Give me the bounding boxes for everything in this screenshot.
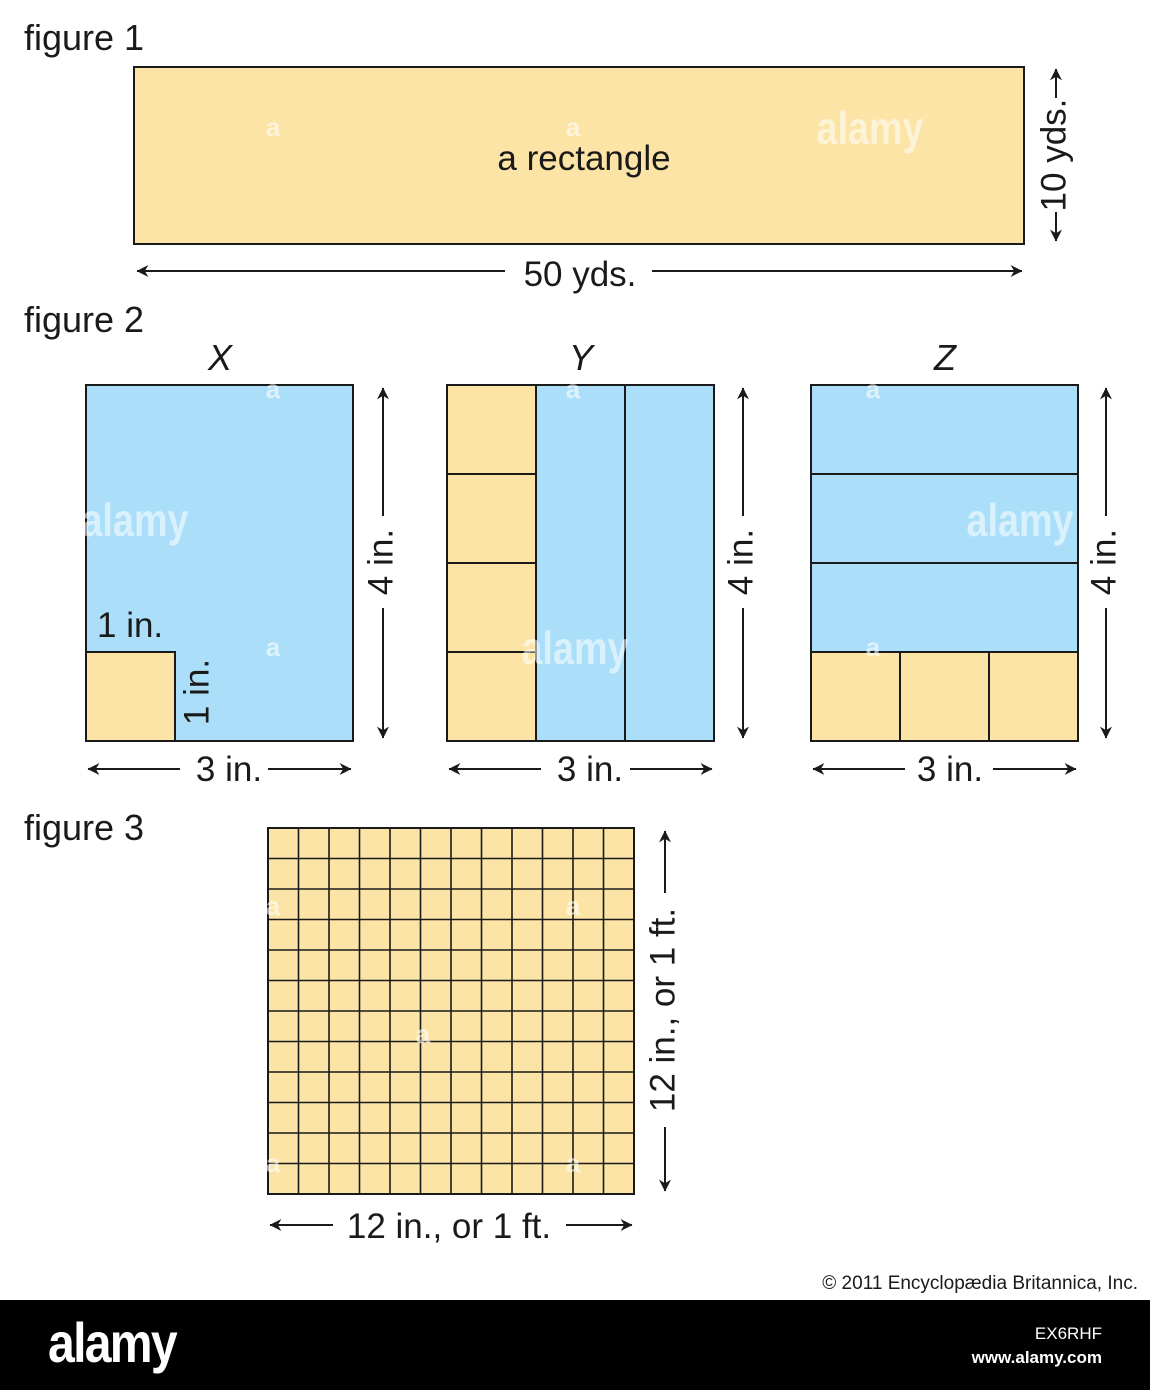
figure-3-width-label: 12 in., or 1 ft. <box>347 1207 551 1246</box>
watermark-mark: a <box>866 374 881 404</box>
watermark-mark: a <box>566 374 581 404</box>
site-url: www.alamy.com <box>971 1348 1102 1367</box>
watermark-mark: a <box>566 112 581 142</box>
watermark-text: alamy <box>522 622 629 673</box>
watermark-mark: a <box>266 1148 281 1178</box>
area-diagram: figure 1 a rectangle 50 yds. 10 yds. fig… <box>24 17 1138 1294</box>
watermark-mark: a <box>566 1148 581 1178</box>
figure-1-title: figure 1 <box>24 17 144 58</box>
figure-2-title: figure 2 <box>24 299 144 340</box>
panel-y-height-label: 4 in. <box>721 529 760 595</box>
figure-3: figure 3 12 in., or 1 ft. 12 in., or 1 f… <box>24 807 682 1246</box>
watermark-text: alamy <box>817 102 924 153</box>
watermark-footer: alamy EX6RHF www.alamy.com <box>0 1300 1150 1390</box>
figure-2: figure 2 X 1 in. 1 in. 3 in. 4 in. Y <box>24 299 1123 789</box>
panel-x-name: X <box>207 337 234 378</box>
panel-z-height-label: 4 in. <box>1084 529 1123 595</box>
image-code: EX6RHF <box>1034 1324 1102 1343</box>
figure-1-height-label: 10 yds. <box>1034 99 1073 212</box>
figure-3-height-label: 12 in., or 1 ft. <box>643 908 682 1112</box>
panel-x: X 1 in. 1 in. 3 in. 4 in. <box>85 337 400 789</box>
watermark-overlay: alamy alamy alamy alamy a a a a a a a a … <box>82 102 1074 1178</box>
panel-x-height-label: 4 in. <box>361 529 400 595</box>
watermark-mark: a <box>416 1019 431 1049</box>
panel-z-blue-rows <box>810 384 1079 653</box>
panel-z-tan-row <box>810 651 1079 742</box>
panel-y-width-label: 3 in. <box>557 750 623 789</box>
watermark-mark: a <box>866 632 881 662</box>
figure-1-rectangle <box>133 66 1025 245</box>
figure-1-width-label: 50 yds. <box>524 255 637 294</box>
panel-x-unit-square <box>85 651 176 742</box>
watermark-mark: a <box>566 891 581 921</box>
watermark-mark: a <box>266 374 281 404</box>
watermark-mark: a <box>266 632 281 662</box>
alamy-logo: alamy <box>48 1311 178 1374</box>
panel-x-width-label: 3 in. <box>196 750 262 789</box>
panel-y: Y 3 in. 4 in. <box>446 337 760 789</box>
watermark-text: alamy <box>82 494 189 545</box>
watermark-text: alamy <box>967 494 1074 545</box>
figure-1-inner-label: a rectangle <box>497 139 670 178</box>
panel-x-unit-side-label: 1 in. <box>177 659 216 725</box>
figure-3-title: figure 3 <box>24 807 144 848</box>
figure-3-grid <box>268 828 634 1194</box>
watermark-mark: a <box>266 891 281 921</box>
figure-1: figure 1 a rectangle 50 yds. 10 yds. <box>24 17 1073 294</box>
panel-z-width-label: 3 in. <box>917 750 983 789</box>
watermark-mark: a <box>266 112 281 142</box>
panel-x-unit-top-label: 1 in. <box>97 606 163 645</box>
panel-y-name: Y <box>569 337 596 378</box>
copyright-text: © 2011 Encyclopædia Britannica, Inc. <box>822 1273 1138 1294</box>
panel-z: Z 3 in. 4 in. <box>810 337 1123 789</box>
panel-z-name: Z <box>933 337 957 378</box>
